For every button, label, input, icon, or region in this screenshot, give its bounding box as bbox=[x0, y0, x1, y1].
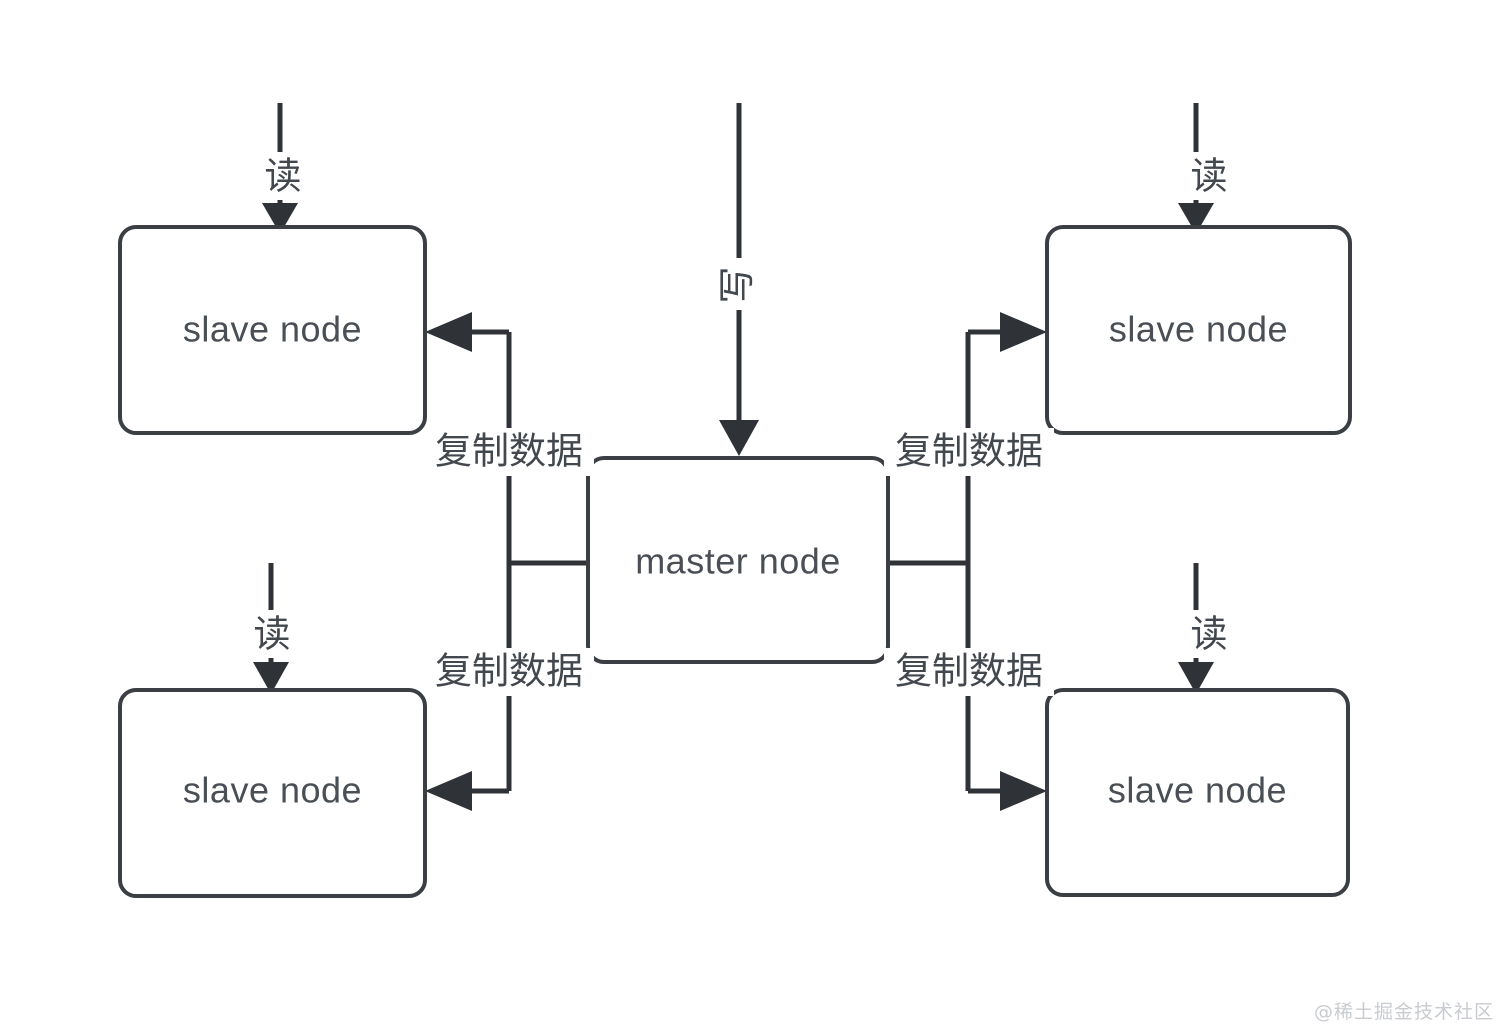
slave-top-left-box[interactable] bbox=[118, 225, 427, 435]
slave-bottom-right-label: slave node bbox=[1108, 770, 1287, 811]
replicate-top-left-text: 复制数据 bbox=[435, 430, 583, 473]
replicate-top-right-text: 复制数据 bbox=[895, 430, 1043, 473]
master-label: master node bbox=[635, 541, 841, 582]
replicate-bottom-left-text: 复制数据 bbox=[435, 650, 583, 693]
slave-top-left-label: slave node bbox=[183, 309, 362, 350]
node-master[interactable]: master node bbox=[586, 456, 890, 664]
node-slave-bottom-right[interactable]: slave node bbox=[1045, 688, 1350, 897]
slave-bottom-left-label: slave node bbox=[183, 770, 362, 811]
edge-label-replicate-top-left: 复制数据 bbox=[424, 428, 594, 476]
slave-top-right-box[interactable] bbox=[1045, 225, 1352, 435]
read-arrow-top-right bbox=[1178, 103, 1214, 234]
node-slave-top-right[interactable]: slave node bbox=[1045, 225, 1352, 435]
master-box[interactable] bbox=[586, 456, 890, 664]
edge-label-replicate-bottom-right: 复制数据 bbox=[884, 648, 1054, 696]
read-top-right-text: 读 bbox=[1191, 155, 1228, 198]
slave-bottom-right-box[interactable] bbox=[1045, 688, 1350, 897]
slave-top-right-label: slave node bbox=[1109, 309, 1288, 350]
replication-bus-right bbox=[888, 312, 1047, 811]
edge-label-replicate-bottom-left: 复制数据 bbox=[424, 648, 594, 696]
read-top-left-text: 读 bbox=[265, 155, 302, 198]
write-text: 写 bbox=[716, 267, 759, 304]
edge-label-write: 写 bbox=[716, 260, 762, 310]
read-arrow-top-left bbox=[262, 103, 298, 234]
node-slave-bottom-left[interactable]: slave node bbox=[118, 688, 427, 898]
node-slave-top-left[interactable]: slave node bbox=[118, 225, 427, 435]
write-arrow bbox=[719, 103, 759, 456]
watermark: @稀土掘金技术社区 bbox=[1313, 1001, 1494, 1023]
read-bottom-right-text: 读 bbox=[1191, 613, 1228, 656]
read-bottom-left-text: 读 bbox=[254, 613, 291, 656]
edge-label-read-bottom-left: 读 bbox=[247, 612, 295, 658]
edge-label-replicate-top-right: 复制数据 bbox=[884, 428, 1054, 476]
edge-label-read-bottom-right: 读 bbox=[1184, 612, 1232, 658]
replicate-bottom-right-text: 复制数据 bbox=[895, 650, 1043, 693]
replication-bus-left bbox=[425, 312, 588, 811]
read-arrow-bottom-left bbox=[253, 563, 289, 694]
read-arrow-bottom-right bbox=[1178, 563, 1214, 694]
slave-bottom-left-box[interactable] bbox=[118, 688, 427, 898]
edge-label-read-top-left: 读 bbox=[258, 154, 306, 200]
edge-label-read-top-right: 读 bbox=[1184, 154, 1232, 200]
